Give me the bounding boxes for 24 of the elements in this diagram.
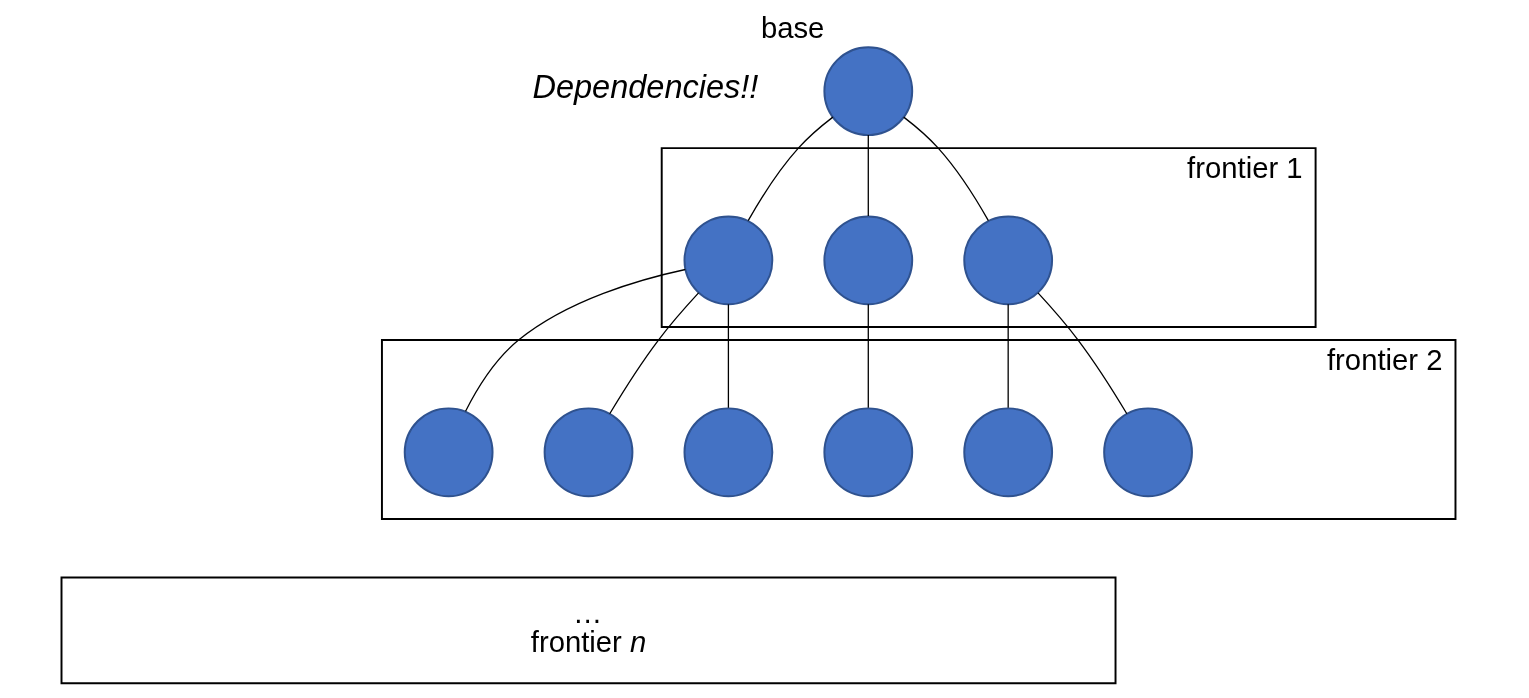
connector xyxy=(1007,303,1009,409)
connector xyxy=(1036,292,1127,415)
cluster: frontier 2 xyxy=(380,339,1456,520)
node-circle xyxy=(403,407,494,498)
node-circle xyxy=(962,407,1053,498)
node-circle xyxy=(1102,407,1193,498)
node-circle xyxy=(822,46,913,137)
node-box: … frontier n xyxy=(60,576,1116,685)
node-circle xyxy=(962,215,1053,306)
node-circle xyxy=(543,407,633,498)
connector xyxy=(902,116,989,222)
cluster: frontier 1 xyxy=(660,147,1317,328)
node-circle xyxy=(683,215,773,306)
connector xyxy=(464,268,686,412)
label: Dependencies!! xyxy=(531,68,758,105)
connector xyxy=(867,134,869,217)
node-label: base xyxy=(760,12,824,45)
connector xyxy=(727,303,729,409)
node-circle xyxy=(822,407,913,498)
connector xyxy=(608,292,699,415)
connector xyxy=(747,116,833,222)
node-circle xyxy=(683,407,773,498)
connector xyxy=(867,303,869,409)
node-circle xyxy=(822,215,913,306)
